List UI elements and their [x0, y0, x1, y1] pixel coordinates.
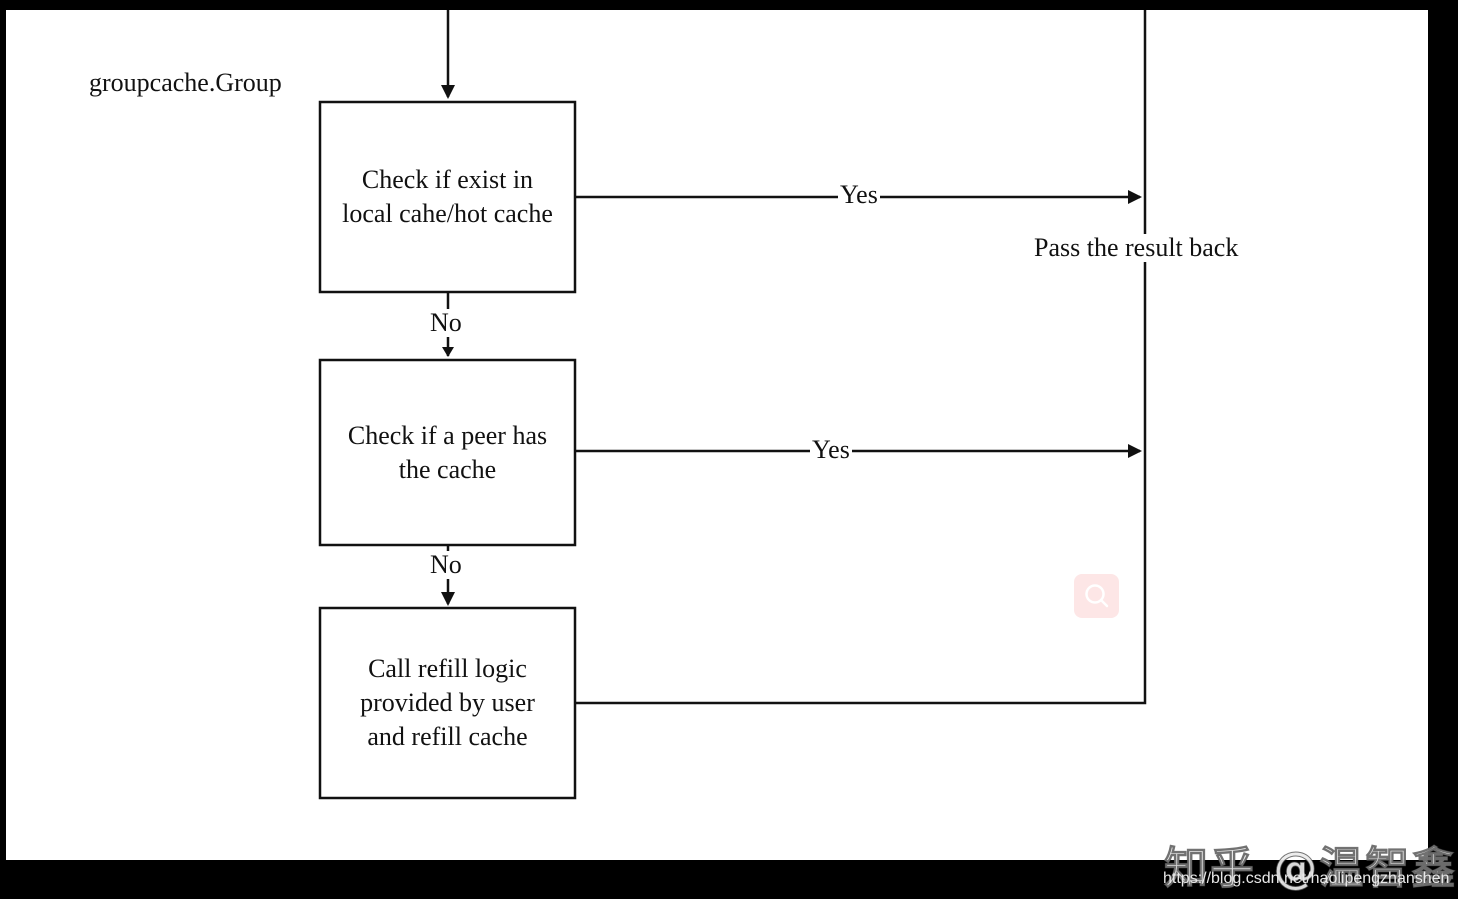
node-label-check-local: Check if exist in local cahe/hot cache: [342, 165, 553, 228]
edge-label-no-2: No: [428, 550, 464, 579]
node-text-refill: Call refill logic provided by user and r…: [322, 610, 573, 796]
node-label-check-peer: Check if a peer has the cache: [347, 420, 548, 484]
edge-label-yes-1: Yes: [838, 180, 880, 209]
node-text-check-peer: Check if a peer has the cache: [322, 362, 573, 543]
edge-label-yes-2: Yes: [810, 435, 852, 464]
edge-line-refill-result: [575, 10, 1147, 705]
diagram-canvas: [6, 10, 1428, 860]
node-box-check-peer: [318, 358, 577, 547]
result-label: Pass the result back: [1032, 233, 1241, 262]
node-label-refill: Call refill logic provided by user and r…: [360, 654, 535, 751]
search-icon: [1084, 584, 1108, 608]
group-label: groupcache.Group: [89, 68, 282, 97]
node-text-check-local: Check if exist in local cahe/hot cache: [322, 104, 573, 290]
edge-label-no-1: No: [428, 308, 464, 337]
node-box-refill: [318, 606, 577, 800]
watermark-text: 知乎 @温智鑫: [1163, 843, 1458, 895]
source-url: https://blog.csdn.net/haolipengzhanshen: [1163, 870, 1450, 887]
search-button[interactable]: [1074, 574, 1119, 618]
